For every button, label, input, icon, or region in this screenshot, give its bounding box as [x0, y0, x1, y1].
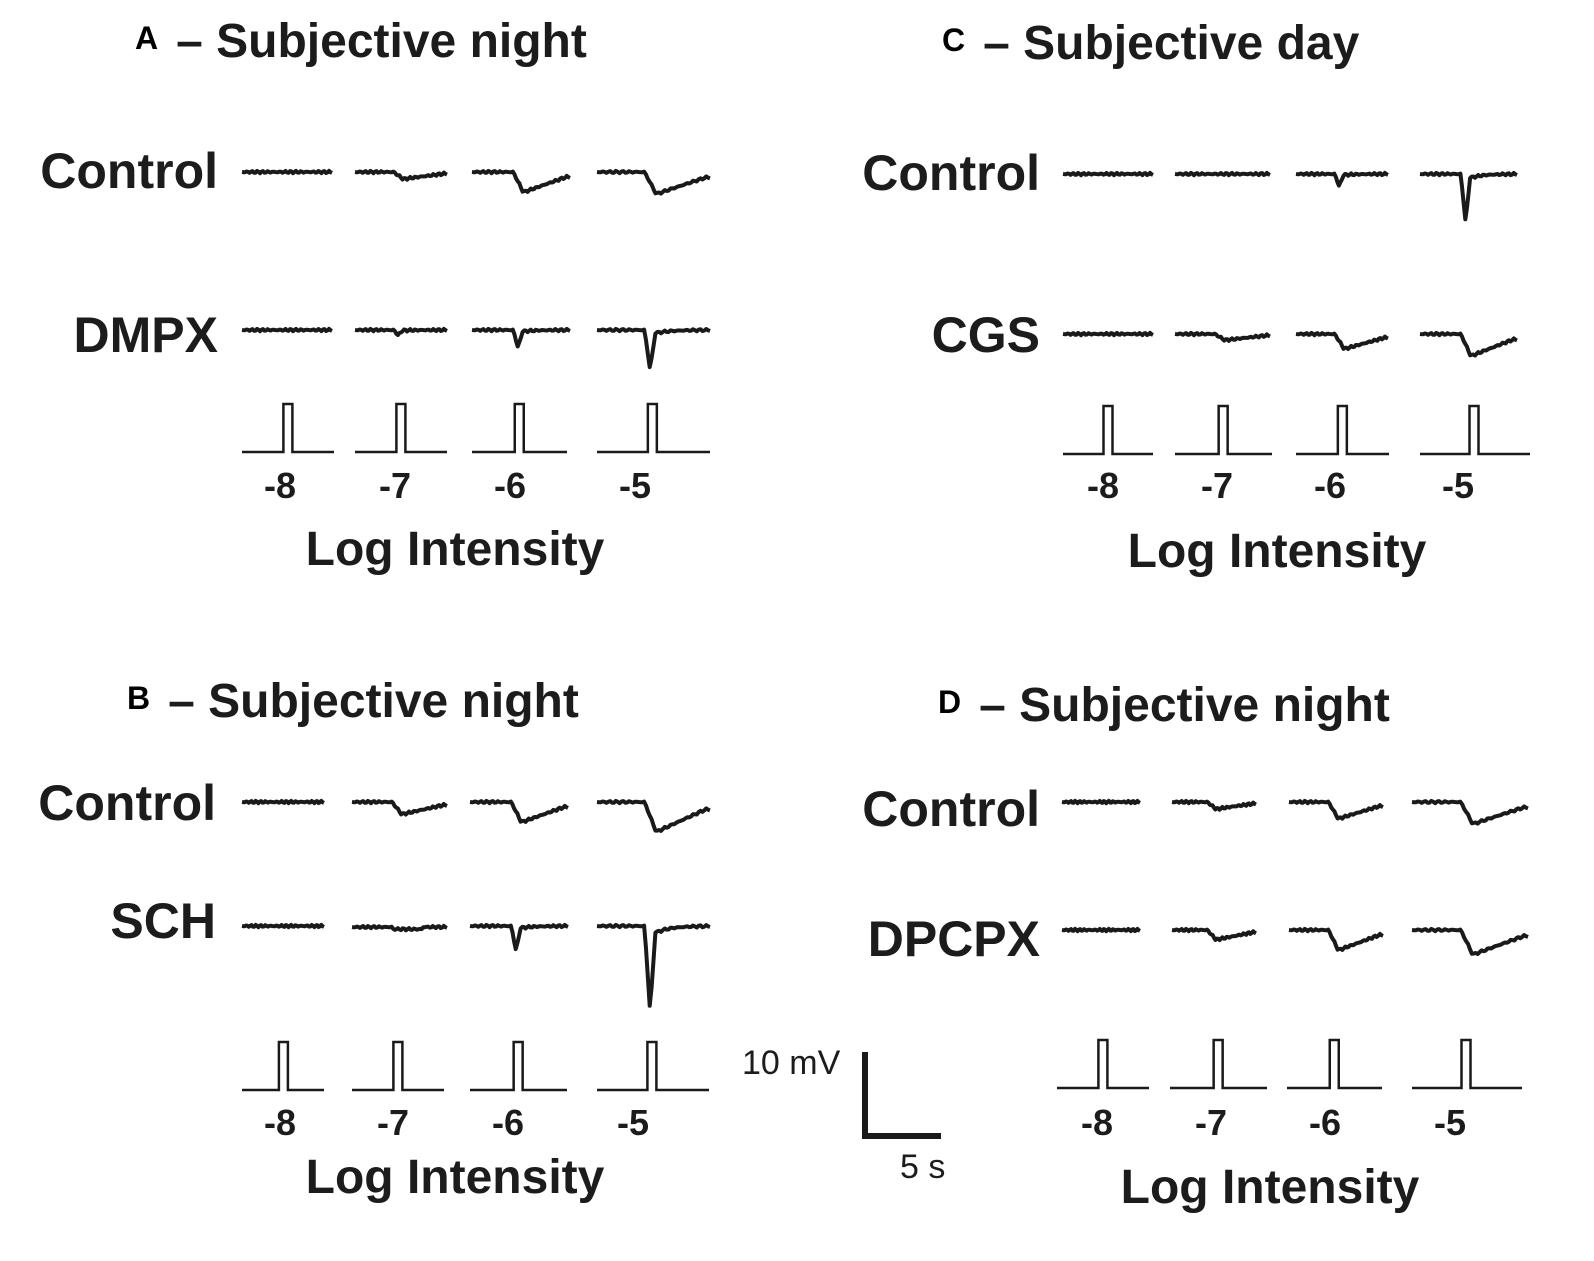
response-trace: [1419, 170, 1518, 222]
response-trace: [1419, 330, 1518, 358]
stimulus-pulse-icon: [355, 402, 447, 454]
panel-a-axis-title: Log Intensity: [305, 523, 605, 576]
panel-d-row-dpcpx: DPCPX: [867, 911, 1040, 967]
response-trace: [1411, 926, 1529, 956]
response-trace: [1061, 798, 1141, 806]
response-trace: [469, 922, 569, 952]
response-trace: [241, 326, 333, 334]
response-trace: [354, 326, 448, 337]
panel-d-tick: -6: [1308, 1102, 1342, 1143]
panel-c-tick: -7: [1200, 465, 1234, 506]
panel-b-title-text: – Subjective night: [168, 675, 579, 728]
panel-b-row-sch: SCH: [110, 893, 216, 949]
response-trace: [471, 326, 571, 349]
panel-d-tick: -8: [1080, 1102, 1114, 1143]
panel-b-letter: B: [127, 680, 151, 716]
response-trace: [1061, 926, 1141, 934]
scale-bar: [862, 1052, 941, 1139]
scale-bar-time-label: 5 s: [900, 1148, 946, 1186]
panel-d-title: D – Subjective night: [938, 682, 1390, 730]
stimulus-pulse-icon: [470, 1040, 567, 1092]
response-trace: [241, 798, 325, 806]
panel-c-title: C – Subjective day: [942, 20, 1359, 68]
stimulus-pulse-icon: [1175, 404, 1272, 456]
response-trace: [241, 922, 325, 930]
response-trace: [351, 798, 448, 817]
panel-a-title: A – Subjective night: [135, 18, 587, 66]
panel-b-axis-title: Log Intensity: [305, 1151, 605, 1204]
panel-d-tick: -5: [1433, 1102, 1467, 1143]
response-trace: [1295, 170, 1389, 188]
panel-d-row-control: Control: [862, 781, 1040, 837]
stimulus-pulse-icon: [1170, 1038, 1267, 1090]
response-trace: [351, 923, 448, 933]
stimulus-pulse-icon: [597, 402, 710, 454]
panel-b-tick: -7: [376, 1102, 410, 1143]
response-trace: [1062, 170, 1154, 178]
response-trace: [469, 798, 569, 824]
response-trace: [1174, 330, 1271, 343]
panel-b-row-control: Control: [38, 775, 216, 831]
panel-c-title-text: – Subjective day: [983, 17, 1360, 70]
panel-a-row-control: Control: [40, 143, 218, 199]
panel-c-row-cgs: CGS: [931, 307, 1040, 363]
response-trace: [1288, 798, 1384, 821]
stimulus-pulse-icon: [472, 402, 567, 454]
panel-d-title-text: – Subjective night: [979, 679, 1390, 732]
response-trace: [1288, 926, 1384, 952]
panel-a-tick: -7: [378, 465, 412, 506]
response-trace: [354, 168, 448, 182]
panel-a-title-text: – Subjective night: [176, 15, 587, 68]
stimulus-pulse-icon: [1287, 1038, 1382, 1090]
stimulus-pulse-icon: [242, 1040, 324, 1092]
response-trace: [1174, 170, 1271, 178]
stimulus-pulse-icon: [1063, 404, 1153, 456]
panel-a-tick: -5: [618, 465, 652, 506]
response-trace: [1411, 798, 1529, 826]
panel-d-letter: D: [938, 684, 962, 720]
response-trace: [596, 326, 711, 370]
response-trace: [1171, 926, 1257, 943]
panel-c-tick: -5: [1441, 465, 1475, 506]
panel-a-tick: -8: [263, 465, 297, 506]
stimulus-pulse-icon: [597, 1040, 709, 1092]
stimulus-pulse-icon: [1057, 1038, 1149, 1090]
panel-c-tick: -6: [1313, 465, 1347, 506]
stimulus-pulse-icon: [1412, 1038, 1522, 1090]
panel-c-tick: -8: [1086, 465, 1120, 506]
stimulus-pulse-icon: [1296, 404, 1389, 456]
response-trace: [1171, 798, 1257, 812]
response-trace: [241, 168, 333, 176]
response-trace: [1295, 330, 1389, 351]
response-trace: [1062, 330, 1154, 338]
stimulus-pulse-icon: [352, 1040, 444, 1092]
response-trace: [596, 798, 711, 833]
panel-b-tick: -5: [616, 1102, 650, 1143]
panel-b-title: B – Subjective night: [127, 678, 579, 726]
panel-a-row-dmpx: DMPX: [73, 307, 218, 363]
panel-c-letter: C: [942, 22, 966, 58]
response-trace: [596, 922, 711, 1008]
panel-c-axis-title: Log Intensity: [1127, 525, 1427, 578]
stimulus-pulse-icon: [242, 402, 334, 454]
panel-b-tick: -8: [263, 1102, 297, 1143]
response-trace: [596, 168, 711, 196]
response-trace: [471, 168, 571, 194]
panel-d-axis-title: Log Intensity: [1120, 1161, 1420, 1214]
panel-c-row-control: Control: [862, 145, 1040, 201]
panel-d-tick: -7: [1194, 1102, 1228, 1143]
stimulus-pulse-icon: [1420, 404, 1530, 456]
panel-a-letter: A: [135, 20, 159, 56]
panel-a-tick: -6: [493, 465, 527, 506]
panel-b-tick: -6: [491, 1102, 525, 1143]
scale-bar-voltage-label: 10 mV: [742, 1044, 841, 1082]
